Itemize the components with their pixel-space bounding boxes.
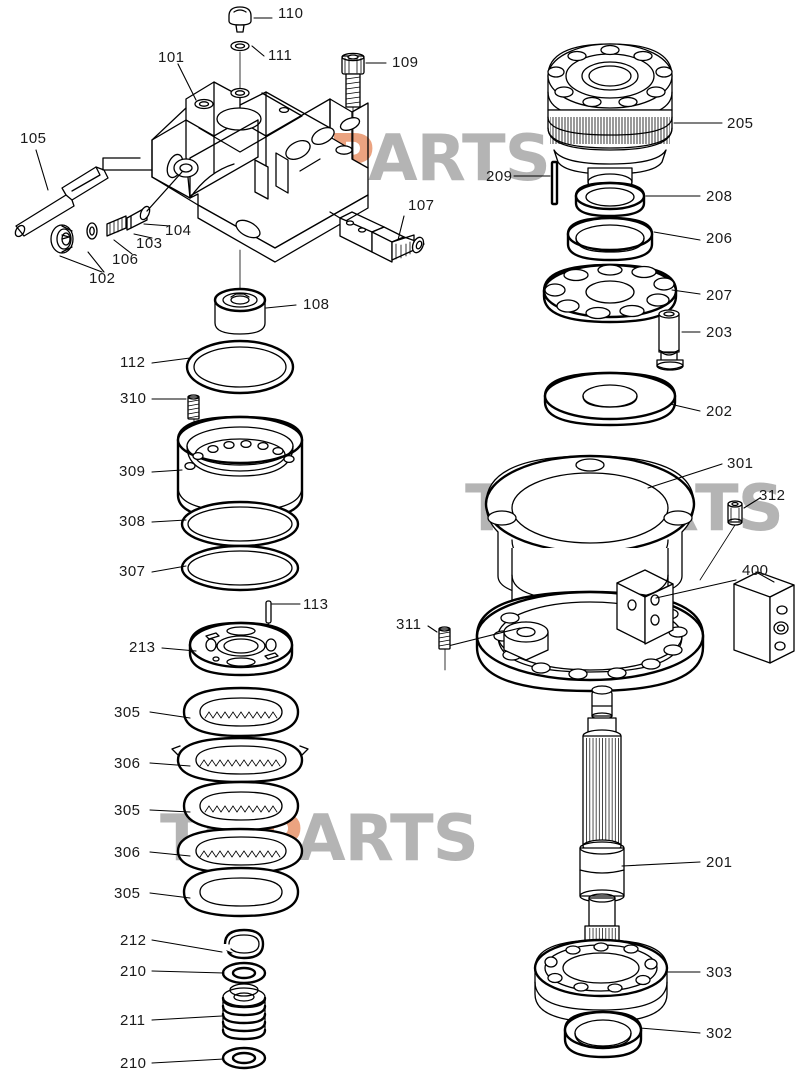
callout-112: 112 xyxy=(120,354,146,371)
callout-109: 109 xyxy=(392,54,419,71)
callout-104: 104 xyxy=(165,222,192,239)
callout-206: 206 xyxy=(706,230,733,247)
part-301-motor-housing xyxy=(475,454,705,693)
part-210-washer-lower xyxy=(221,1046,267,1070)
part-212-snap-ring xyxy=(223,928,265,960)
callout-110: 110 xyxy=(278,5,304,22)
callout-209: 209 xyxy=(486,168,513,185)
part-102-plug-cap xyxy=(50,224,74,254)
part-103-spring-pin xyxy=(106,215,127,237)
part-201-drive-shaft xyxy=(579,685,625,958)
part-104-sleeve-bushing xyxy=(126,205,151,231)
callout-210-2: 210 xyxy=(120,1055,147,1072)
callout-307: 307 xyxy=(119,563,146,580)
callout-102: 102 xyxy=(89,270,116,287)
callout-310: 310 xyxy=(120,390,147,407)
retainer-plate-holes xyxy=(544,264,675,320)
callout-205: 205 xyxy=(727,115,754,132)
part-307-oring xyxy=(180,544,300,592)
callout-207: 207 xyxy=(706,287,733,304)
part-305-friction-disc-1 xyxy=(182,686,300,738)
part-303-ball-bearing xyxy=(533,938,669,1023)
part-308-oring xyxy=(180,500,300,548)
callout-400: 400 xyxy=(742,562,769,579)
part-202-thrust-washer xyxy=(543,371,677,427)
callout-312: 312 xyxy=(759,487,786,504)
part-312-bushing xyxy=(699,500,743,581)
callout-308: 308 xyxy=(119,513,146,530)
part-108-check-valve-seat xyxy=(213,287,267,335)
callout-306-2: 306 xyxy=(114,844,141,861)
part-112-oring-large xyxy=(185,339,295,395)
part-211-coil-spring xyxy=(221,983,267,1041)
part-306-separator-plate-2 xyxy=(176,827,304,875)
part-106-oring-small xyxy=(86,222,98,240)
part-309-bearing-race xyxy=(176,415,304,521)
part-311-set-screw xyxy=(438,626,451,671)
callout-208: 208 xyxy=(706,188,733,205)
part-111-oring xyxy=(230,40,250,52)
part-209-parallel-pin xyxy=(550,160,559,206)
part-305-friction-disc-3 xyxy=(182,866,300,918)
callout-311: 311 xyxy=(396,616,422,633)
callout-306-1: 306 xyxy=(114,755,141,772)
callout-305-1: 305 xyxy=(114,704,141,721)
part-400-manifold-block xyxy=(733,571,795,664)
bearing-balls xyxy=(184,439,295,471)
callout-213: 213 xyxy=(129,639,156,656)
part-306-separator-plate-1 xyxy=(171,736,309,784)
callout-301: 301 xyxy=(727,455,754,472)
callout-212: 212 xyxy=(120,932,147,949)
part-210-washer-upper xyxy=(221,961,267,985)
callout-305-3: 305 xyxy=(114,885,141,902)
callout-105: 105 xyxy=(20,130,47,147)
callout-305-2: 305 xyxy=(114,802,141,819)
cylinder-bores xyxy=(547,44,673,108)
part-110-plug-screw xyxy=(228,6,252,33)
callout-211: 211 xyxy=(120,1012,146,1029)
callout-210-1: 210 xyxy=(120,963,147,980)
part-109-socket-bolt xyxy=(341,52,365,173)
callout-111: 111 xyxy=(268,47,293,64)
callout-106: 106 xyxy=(112,251,139,268)
part-302-oil-seal xyxy=(563,1010,643,1059)
part-101-valve-casing xyxy=(151,81,369,263)
brake-disc-stack xyxy=(171,686,309,918)
callout-103: 103 xyxy=(136,235,163,252)
part-107-relief-valve xyxy=(329,211,425,263)
part-213-brake-piston-plate xyxy=(188,621,294,677)
callout-303: 303 xyxy=(706,964,733,981)
part-205-cylinder-block xyxy=(547,43,673,194)
callout-108: 108 xyxy=(303,296,330,313)
part-206-retainer-cup xyxy=(566,216,654,262)
part-208-spherical-bushing xyxy=(574,181,646,218)
callout-113: 113 xyxy=(303,596,329,613)
part-207-retainer-plate xyxy=(542,263,678,324)
callout-202: 202 xyxy=(706,403,733,420)
callout-107: 107 xyxy=(408,197,435,214)
part-203-piston-pin xyxy=(656,309,684,371)
callout-309: 309 xyxy=(119,463,146,480)
callout-302: 302 xyxy=(706,1025,733,1042)
callout-101: 101 xyxy=(158,49,185,66)
part-105-shaft-pin-rod xyxy=(14,157,153,238)
callout-201: 201 xyxy=(706,854,733,871)
part-305-friction-disc-2 xyxy=(182,780,300,832)
bearing-ball-row xyxy=(544,942,658,993)
callout-203: 203 xyxy=(706,324,733,341)
